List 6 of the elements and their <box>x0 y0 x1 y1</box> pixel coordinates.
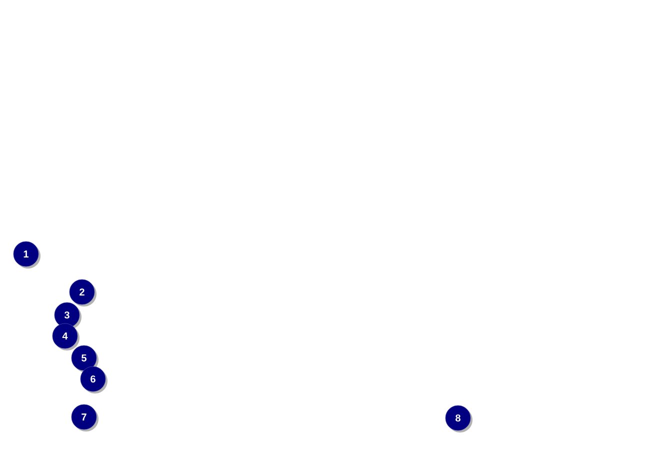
callout-number: 1 <box>13 241 40 268</box>
callout-number: 4 <box>52 323 80 350</box>
callout-number: 8 <box>445 405 472 432</box>
callout-number: 2 <box>69 279 96 306</box>
callout-number: 7 <box>71 404 98 432</box>
callout-number: 6 <box>80 366 108 394</box>
